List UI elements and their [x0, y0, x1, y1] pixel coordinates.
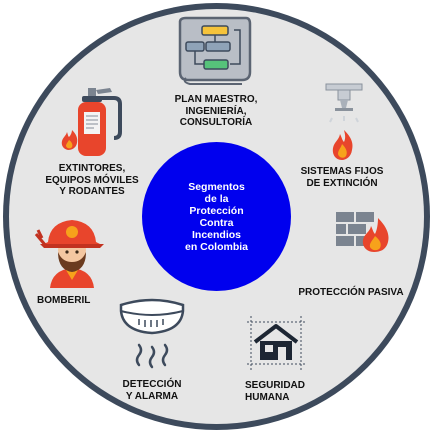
segment-label-extintores: EXTINTORES, EQUIPOS MÓVILES Y RODANTES: [45, 163, 139, 197]
segment-label-proteccion-pasiva: PROTECCIÓN PASIVA: [298, 287, 404, 298]
fire-wall-icon: [332, 206, 396, 260]
firefighter-icon: [34, 212, 110, 288]
segment-label-deteccion-alarma: DETECCIÓN Y ALARMA: [122, 379, 182, 402]
segment-label-plan-maestro: PLAN MAESTRO, INGENIERÍA, CONSULTORÍA: [174, 94, 258, 128]
smoke-detector-icon: [117, 297, 187, 375]
segment-label-bomberil: BOMBERIL: [37, 295, 91, 306]
fire-extinguisher-icon: [60, 86, 126, 158]
flowchart-plan-icon: [176, 16, 254, 86]
segment-label-sistemas-fijos: SISTEMAS FIJOS DE EXTINCIÓN: [300, 166, 384, 189]
center-hub: Segmentos de la Protección Contra Incend…: [142, 142, 291, 291]
house-blueprint-icon: [245, 314, 307, 372]
center-hub-text: Segmentos de la Protección Contra Incend…: [184, 180, 248, 253]
segment-label-seguridad-humana: SEGURIDAD HUMANA: [245, 380, 306, 403]
sprinkler-fire-icon: [320, 80, 368, 162]
